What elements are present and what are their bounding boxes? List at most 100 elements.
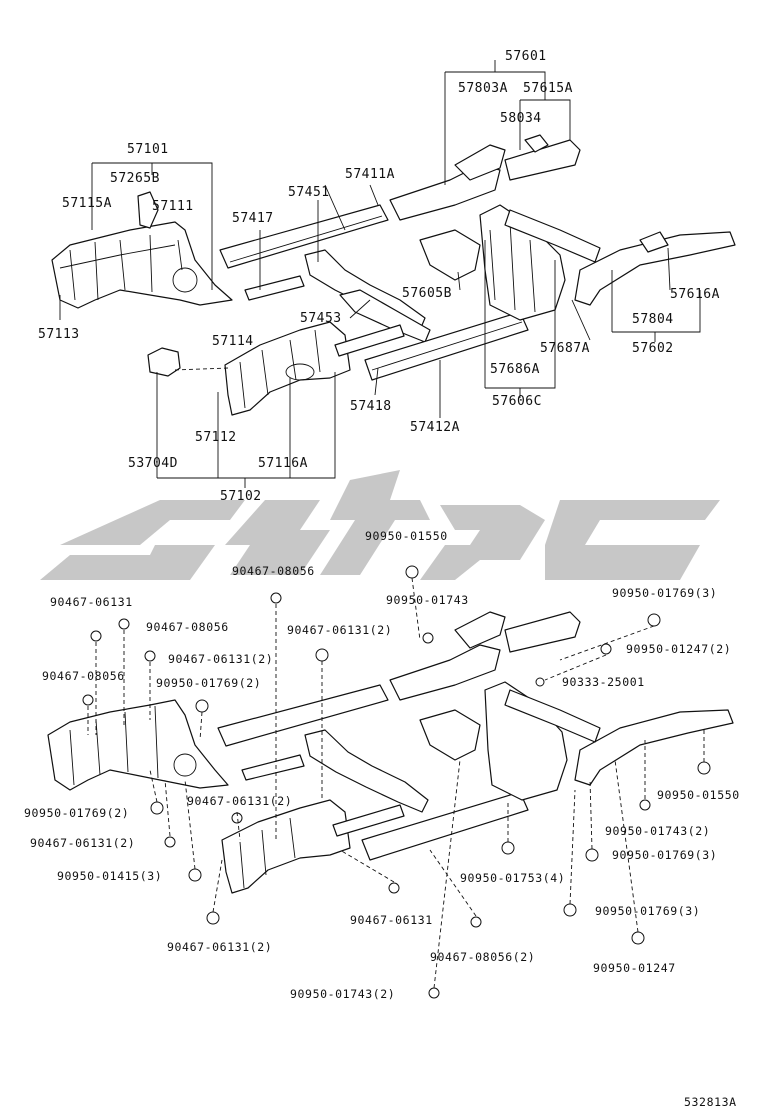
label-57113: 57113 [38,327,80,342]
lower-rail-b-part [241,754,305,781]
upper-assembly [51,60,736,488]
bracket-58034-part [524,134,549,153]
label-57453: 57453 [300,311,342,326]
label-90950-01769-3b: 90950-01769(3) [612,848,717,862]
label-90467-06131-a: 90467-06131 [50,595,133,609]
fasteners [82,565,711,999]
label-57686a: 57686A [490,362,540,377]
bolt-06131-g-icon [206,911,220,925]
lower-rear-member-b-part [504,689,601,743]
label-90950-01247-b: 90950-01247 [593,961,676,975]
lower-rear-member-part [574,709,734,786]
label-53704d: 53704D [128,456,178,471]
label-90333-25001: 90333-25001 [562,675,645,689]
member-57803a-part [454,144,506,181]
label-90467-08056-2: 90467-08056(2) [430,950,535,964]
label-57803a: 57803A [458,81,508,96]
lower-crossmember-part [419,709,481,761]
front-apron-left-part [51,221,233,309]
member-57616a-part [639,231,669,253]
front-apron-right-part [224,321,351,416]
lower-front-member-b-part [454,611,506,649]
label-57115a: 57115A [62,196,112,211]
watermark-logo [40,470,720,580]
label-58034: 58034 [500,111,542,126]
label-90950-01769-3c: 90950-01769(3) [595,904,700,918]
label-57605b: 57605B [402,286,452,301]
label-90950-01769-2b: 90950-01769(2) [24,806,129,820]
lower-apron-right-part [221,799,351,894]
nut-01769-icon [647,613,661,627]
label-57451: 57451 [288,185,330,200]
nut-01769-c-icon [150,801,164,815]
nut-01550-icon [405,565,419,579]
label-57417: 57417 [232,211,274,226]
bracket-57265b-part [137,191,159,229]
label-57606c: 57606C [492,394,542,409]
label-90467-06131-b: 90467-06131 [350,913,433,927]
label-90467-08056-b: 90467-08056 [146,620,229,634]
member-57615a-part [504,139,581,181]
label-90950-01415-3: 90950-01415(3) [57,869,162,883]
label-90467-08056-c: 90467-08056 [42,669,125,683]
lower-labels: 90950-01550 90467-08056 90950-01743 9046… [24,529,740,1001]
label-90950-01247-2: 90950-01247(2) [626,642,731,656]
nut-01550-b-icon [697,761,711,775]
label-90467-06131-2c: 90467-06131(2) [187,794,292,808]
label-57804: 57804 [632,312,674,327]
label-90950-01550-b: 90950-01550 [657,788,740,802]
label-57111: 57111 [152,199,194,214]
label-57265b: 57265B [110,171,160,186]
bolt-06131-f-icon [388,882,400,894]
lower-rail-a-part [217,684,389,747]
label-90467-06131-2b: 90467-06131(2) [168,652,273,666]
label-90950-01743-a: 90950-01743 [386,593,469,607]
label-90950-01753-4: 90950-01753(4) [460,871,565,885]
label-57602: 57602 [632,341,674,356]
nut-01743-b-icon [639,799,651,811]
label-57412a: 57412A [410,420,460,435]
bolt-08056-d-icon [470,916,482,928]
bolt-08056-c-icon [82,694,94,706]
nut-01753-icon [501,841,515,855]
label-90467-06131-2e: 90467-06131(2) [167,940,272,954]
label-90950-01743-2b: 90950-01743(2) [290,987,395,1001]
bracket-53704d-part [147,347,181,377]
label-57411a: 57411A [345,167,395,182]
lower-member-a-part [304,729,429,813]
nut-01247-b-icon [631,931,645,945]
label-57601: 57601 [505,49,547,64]
rail-57417b-part [244,275,305,301]
label-57112: 57112 [195,430,237,445]
bolt-06131-b-icon [315,648,329,662]
nut-01769-e-icon [563,903,577,917]
bolt-08056-icon [270,592,282,604]
nut-01743-c-icon [428,987,440,999]
lower-rail-c-part [361,791,529,861]
label-90467-06131-2a: 90467-06131(2) [287,623,392,637]
lower-floor-side-part [484,681,568,801]
member-57687a-part [504,209,601,263]
clip-25001-icon [535,677,545,687]
label-90950-01769-2a: 90950-01769(2) [156,676,261,690]
label-57101: 57101 [127,142,169,157]
label-90950-01769-3a: 90950-01769(3) [612,586,717,600]
lower-front-member-part [389,644,501,701]
label-90467-06131-2d: 90467-06131(2) [30,836,135,850]
label-57615a: 57615A [523,81,573,96]
lower-front-member-c-part [504,611,581,653]
bolt-06131-e-icon [164,836,176,848]
label-90467-08056-a: 90467-08056 [232,564,315,578]
lower-assembly [47,565,734,999]
nut-01743-icon [422,632,434,644]
rail-57418-part [334,324,405,357]
label-57102: 57102 [220,489,262,504]
label-57687a: 57687A [540,341,590,356]
upper-labels: 57601 57803A 57615A 58034 57411A 57451 5… [38,49,719,504]
label-57418: 57418 [350,399,392,414]
crossmember-57605b-part [419,229,481,281]
nut-01415-icon [188,868,202,882]
bolt-06131-icon [90,630,102,642]
label-90950-01550: 90950-01550 [365,529,448,543]
